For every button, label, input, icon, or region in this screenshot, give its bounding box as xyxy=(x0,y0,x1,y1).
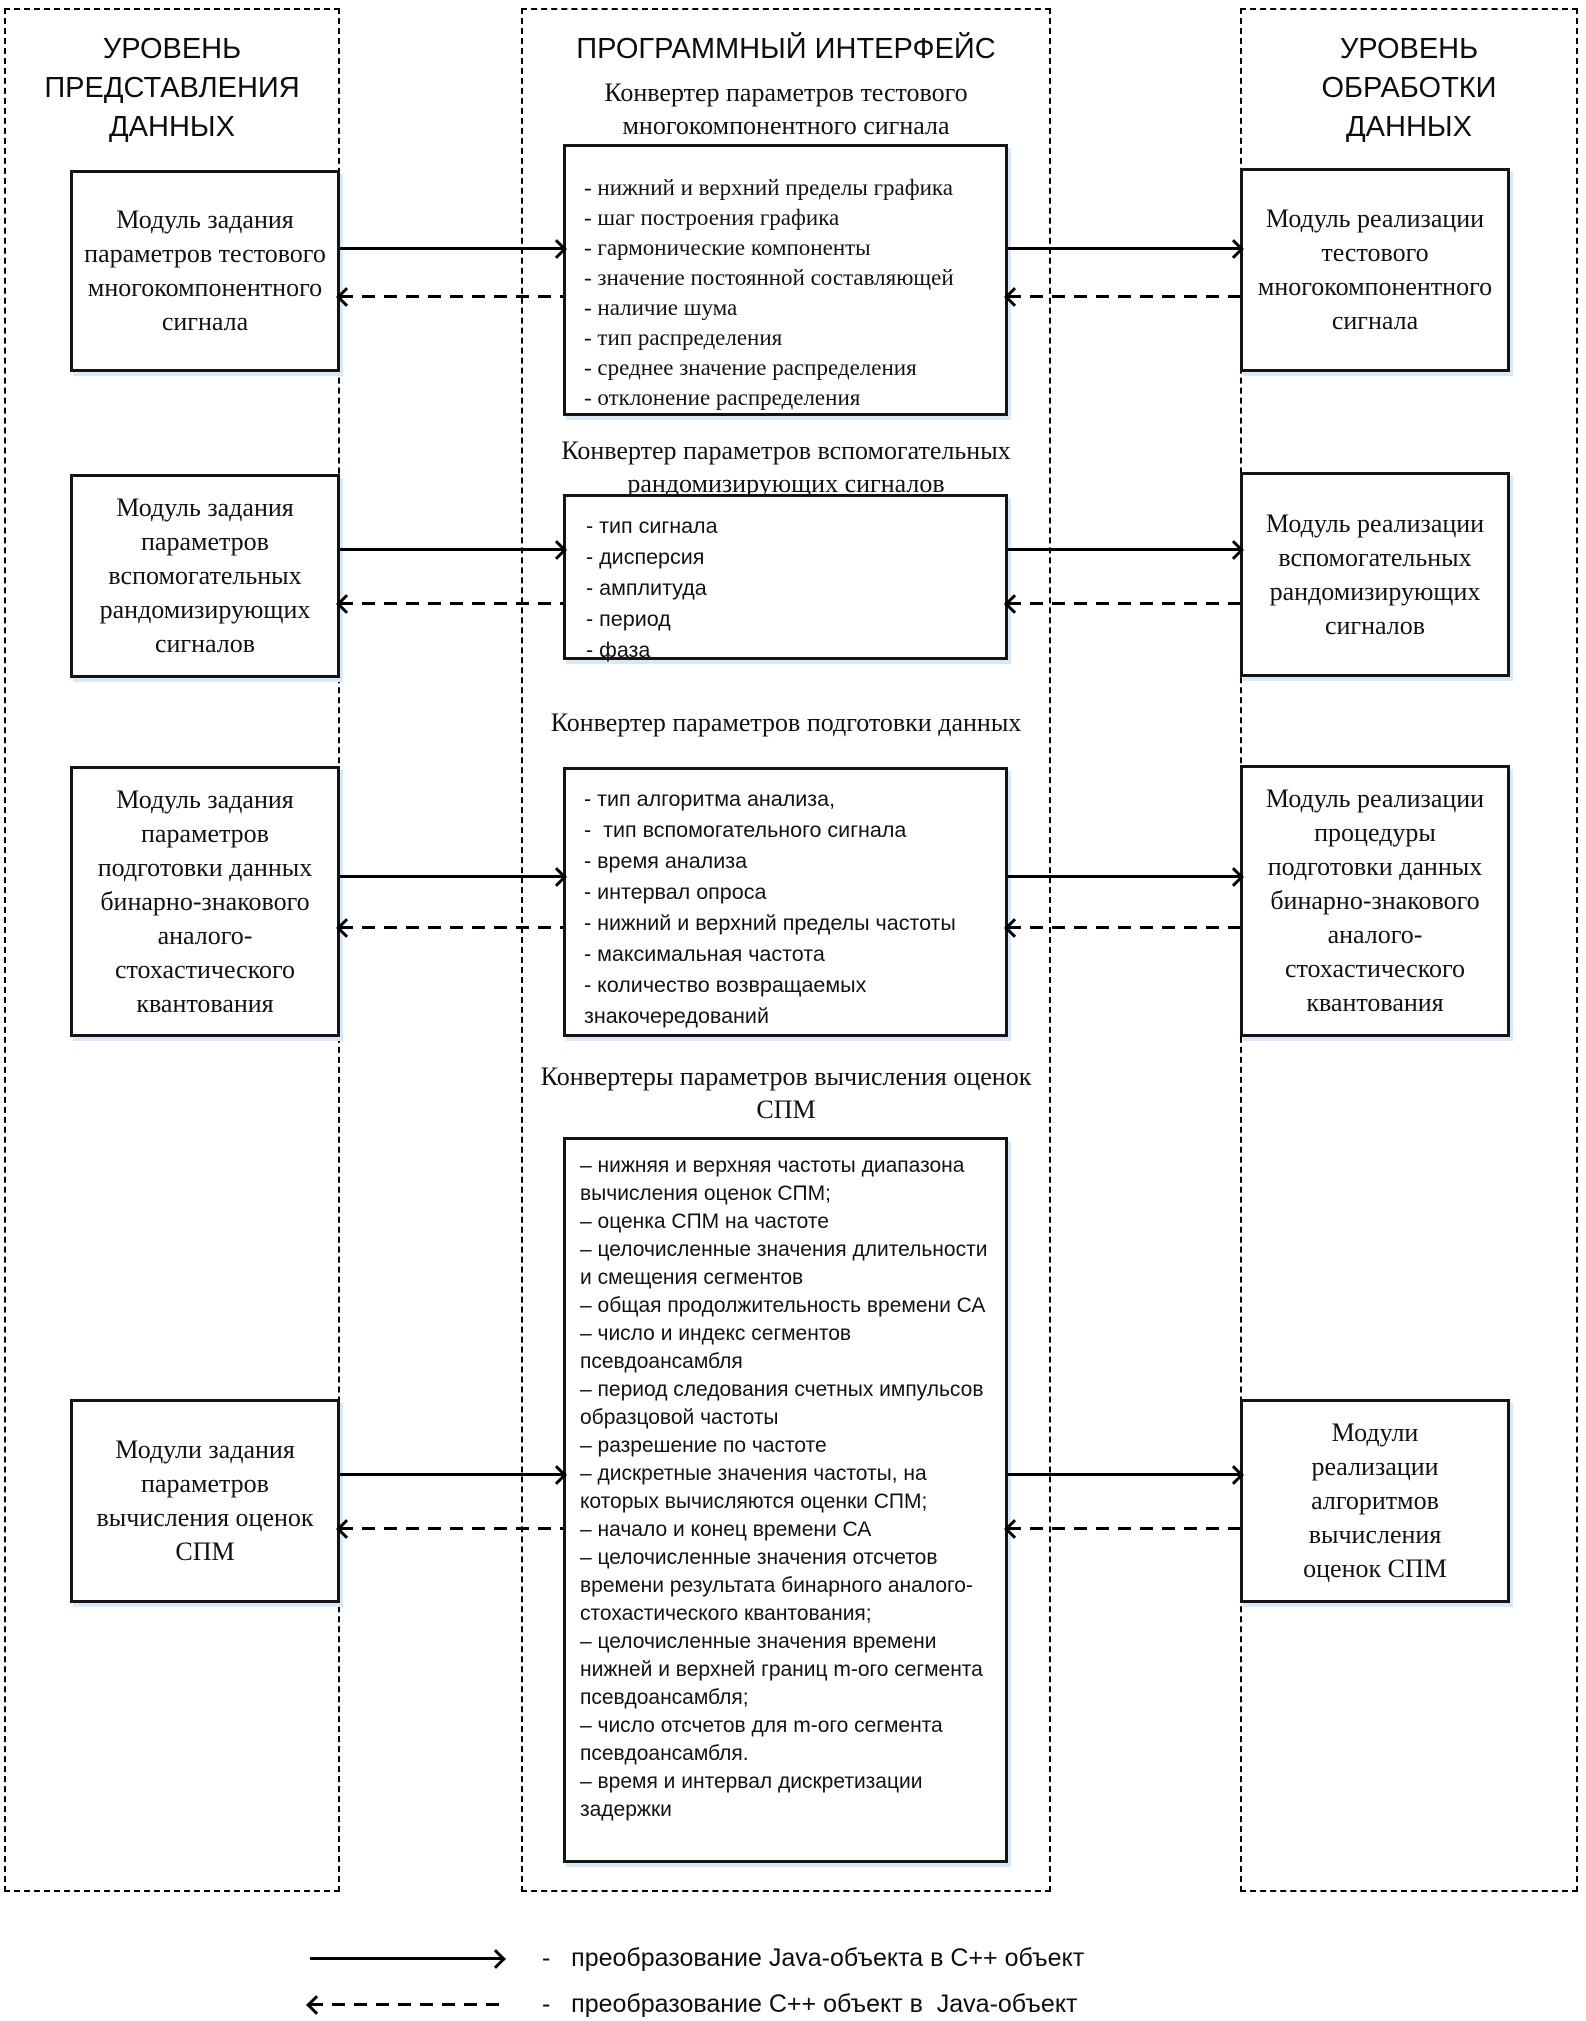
parameter-list-item: - тип вспомогательного сигнала xyxy=(584,818,907,842)
cpp-to-java-arrow xyxy=(1008,602,1240,605)
left-column-header: УРОВЕНЬ ПРЕДСТАВЛЕНИЯ ДАННЫХ xyxy=(44,33,300,143)
java-to-cpp-arrow xyxy=(1008,548,1240,551)
panel-program-interface: ПРОГРАММНЫЙ ИНТЕРФЕЙС xyxy=(521,8,1051,1892)
middle-column-header: ПРОГРАММНЫЙ ИНТЕРФЕЙС xyxy=(576,33,996,65)
java-to-cpp-arrow xyxy=(340,875,563,878)
module-label: Модули реализации алгоритмов вычисления … xyxy=(1303,1418,1447,1583)
module-label: Модуль реализации тестового многокомпоне… xyxy=(1257,204,1493,335)
parameter-list-item: - тип алгоритма анализа, xyxy=(584,787,836,811)
parameter-list-item: – целочисленные значения длительности и … xyxy=(580,1238,994,1289)
parameter-list-item: – число отсчетов для m-ого сегмента псев… xyxy=(580,1714,949,1765)
module-box-data-prep-impl: Модуль реализации процедуры подготовки д… xyxy=(1240,765,1510,1037)
module-box-randomizing-params: Модуль задания параметров вспомогательны… xyxy=(70,474,340,678)
java-to-cpp-arrow xyxy=(340,1473,563,1476)
module-box-data-prep-params: Модуль задания параметров подготовки дан… xyxy=(70,766,340,1037)
cpp-to-java-arrow xyxy=(340,295,563,298)
parameter-list-item: - фаза xyxy=(586,638,651,662)
cpp-to-java-arrow xyxy=(1008,295,1240,298)
parameter-list-item: - период xyxy=(586,607,671,631)
converter-box-randomizing: - тип сигнала - дисперсия - амплитуда - пер… xyxy=(563,494,1008,662)
module-label: Модуль задания параметров подготовки дан… xyxy=(97,784,313,1018)
parameter-list-item: – период следования счетных импульсов об… xyxy=(580,1378,990,1429)
parameter-list-item: - интервал опроса xyxy=(584,880,767,904)
java-to-cpp-arrow xyxy=(1008,247,1240,250)
parameter-list-item: - отклонение распределения xyxy=(584,385,861,410)
legend-dashed-arrow xyxy=(310,2003,502,2006)
parameter-list-item: - нижний и верхний пределы графика xyxy=(584,175,953,200)
parameter-list-item: - дисперсия xyxy=(586,545,705,569)
java-to-cpp-arrow xyxy=(340,548,563,551)
parameter-list-item: - тип сигнала xyxy=(586,514,718,538)
parameter-list-item: - тип распределения xyxy=(584,325,783,350)
legend-label-cpp-to-java: - преобразование C++ объект в Java-объек… xyxy=(542,1990,1078,2018)
module-box-test-signal-params: Модуль задания параметров тестового мног… xyxy=(70,170,340,372)
module-label: Модуль задания параметров тестового мног… xyxy=(84,205,326,336)
cpp-to-java-arrow xyxy=(1008,1527,1240,1530)
parameter-list-item: – общая продолжительность времени СА xyxy=(580,1294,986,1317)
module-label: Модули задания параметров вычисления оце… xyxy=(96,1435,314,1566)
cpp-to-java-arrow xyxy=(340,1527,563,1530)
cpp-to-java-arrow xyxy=(1008,926,1240,929)
converter-box-spm: – нижняя и верхняя частоты диапазона выч… xyxy=(563,1137,1008,1863)
parameter-list-item: - наличие шума xyxy=(584,295,738,320)
converter-title-data-prep: Конвертер параметров подготовки данных xyxy=(550,708,1022,737)
legend-label-java-to-cpp: - преобразование Java-объекта в C++ объе… xyxy=(542,1944,1085,1972)
parameter-list-item: – разрешение по частоте xyxy=(580,1434,827,1457)
parameter-list-item: - максимальная частота xyxy=(584,942,825,966)
parameter-list-item: – число и индекс сегментов псевдоансамбл… xyxy=(580,1322,857,1373)
cpp-to-java-arrow xyxy=(340,602,563,605)
parameter-list-item: – время и интервал дискретизации задержк… xyxy=(580,1770,929,1821)
module-box-randomizing-impl: Модуль реализации вспомогательных рандом… xyxy=(1240,472,1510,677)
module-label: Модуль задания параметров вспомогательны… xyxy=(99,493,311,658)
parameter-list-item: - шаг построения графика xyxy=(584,205,840,230)
converter-title-spm: Конвертеры параметров вычисления оценок … xyxy=(540,1062,1032,1124)
parameter-list-item: – начало и конец времени СА xyxy=(580,1518,872,1541)
module-label: Модуль реализации процедуры подготовки д… xyxy=(1265,784,1485,1017)
java-to-cpp-arrow xyxy=(1008,1473,1240,1476)
java-to-cpp-arrow xyxy=(340,247,563,250)
parameter-list-item: - амплитуда xyxy=(586,576,707,600)
cpp-to-java-arrow xyxy=(340,926,563,929)
converter-title-test-signal: Конвертер параметров тестового многокомп… xyxy=(604,78,968,140)
parameter-list-item: – дискретные значения частоты, на которы… xyxy=(580,1462,933,1513)
parameter-list-item: - значение постоянной составляющей xyxy=(584,265,954,290)
converter-box-test-signal: - нижний и верхний пределы графика - шаг … xyxy=(563,144,1008,416)
parameter-list-item: – нижняя и верхняя частоты диапазона выч… xyxy=(580,1154,971,1205)
parameter-list-item: – целочисленные значения времени нижней … xyxy=(580,1630,989,1709)
java-to-cpp-arrow xyxy=(1008,875,1240,878)
parameter-list-item: – оценка СПМ на частоте xyxy=(580,1210,829,1233)
module-box-test-signal-impl: Модуль реализации тестового многокомпоне… xyxy=(1240,168,1510,372)
parameter-list-item: - гармонические компоненты xyxy=(584,235,871,260)
parameter-list-item: - время анализа xyxy=(584,849,748,873)
module-box-spm-impl: Модули реализации алгоритмов вычисления … xyxy=(1240,1399,1510,1603)
converter-title-randomizing: Конвертер параметров вспомогательных ран… xyxy=(561,436,1011,498)
converter-box-data-prep: - тип алгоритма анализа, - тип вспомогате… xyxy=(563,767,1008,1037)
parameter-list-item: – целочисленные значения отсчетов времен… xyxy=(580,1546,973,1625)
parameter-list-item: - количество возвращаемых знакочередован… xyxy=(584,973,873,1028)
module-box-spm-params: Модули задания параметров вычисления оце… xyxy=(70,1399,340,1603)
legend-solid-arrow xyxy=(310,1957,502,1960)
parameter-list-item: - нижний и верхний пределы частоты xyxy=(584,911,956,935)
parameter-list-item: - среднее значение распределения xyxy=(584,355,917,380)
right-column-header: УРОВЕНЬ ОБРАБОТКИ ДАННЫХ xyxy=(1321,33,1497,143)
module-label: Модуль реализации вспомогательных рандом… xyxy=(1265,508,1485,640)
